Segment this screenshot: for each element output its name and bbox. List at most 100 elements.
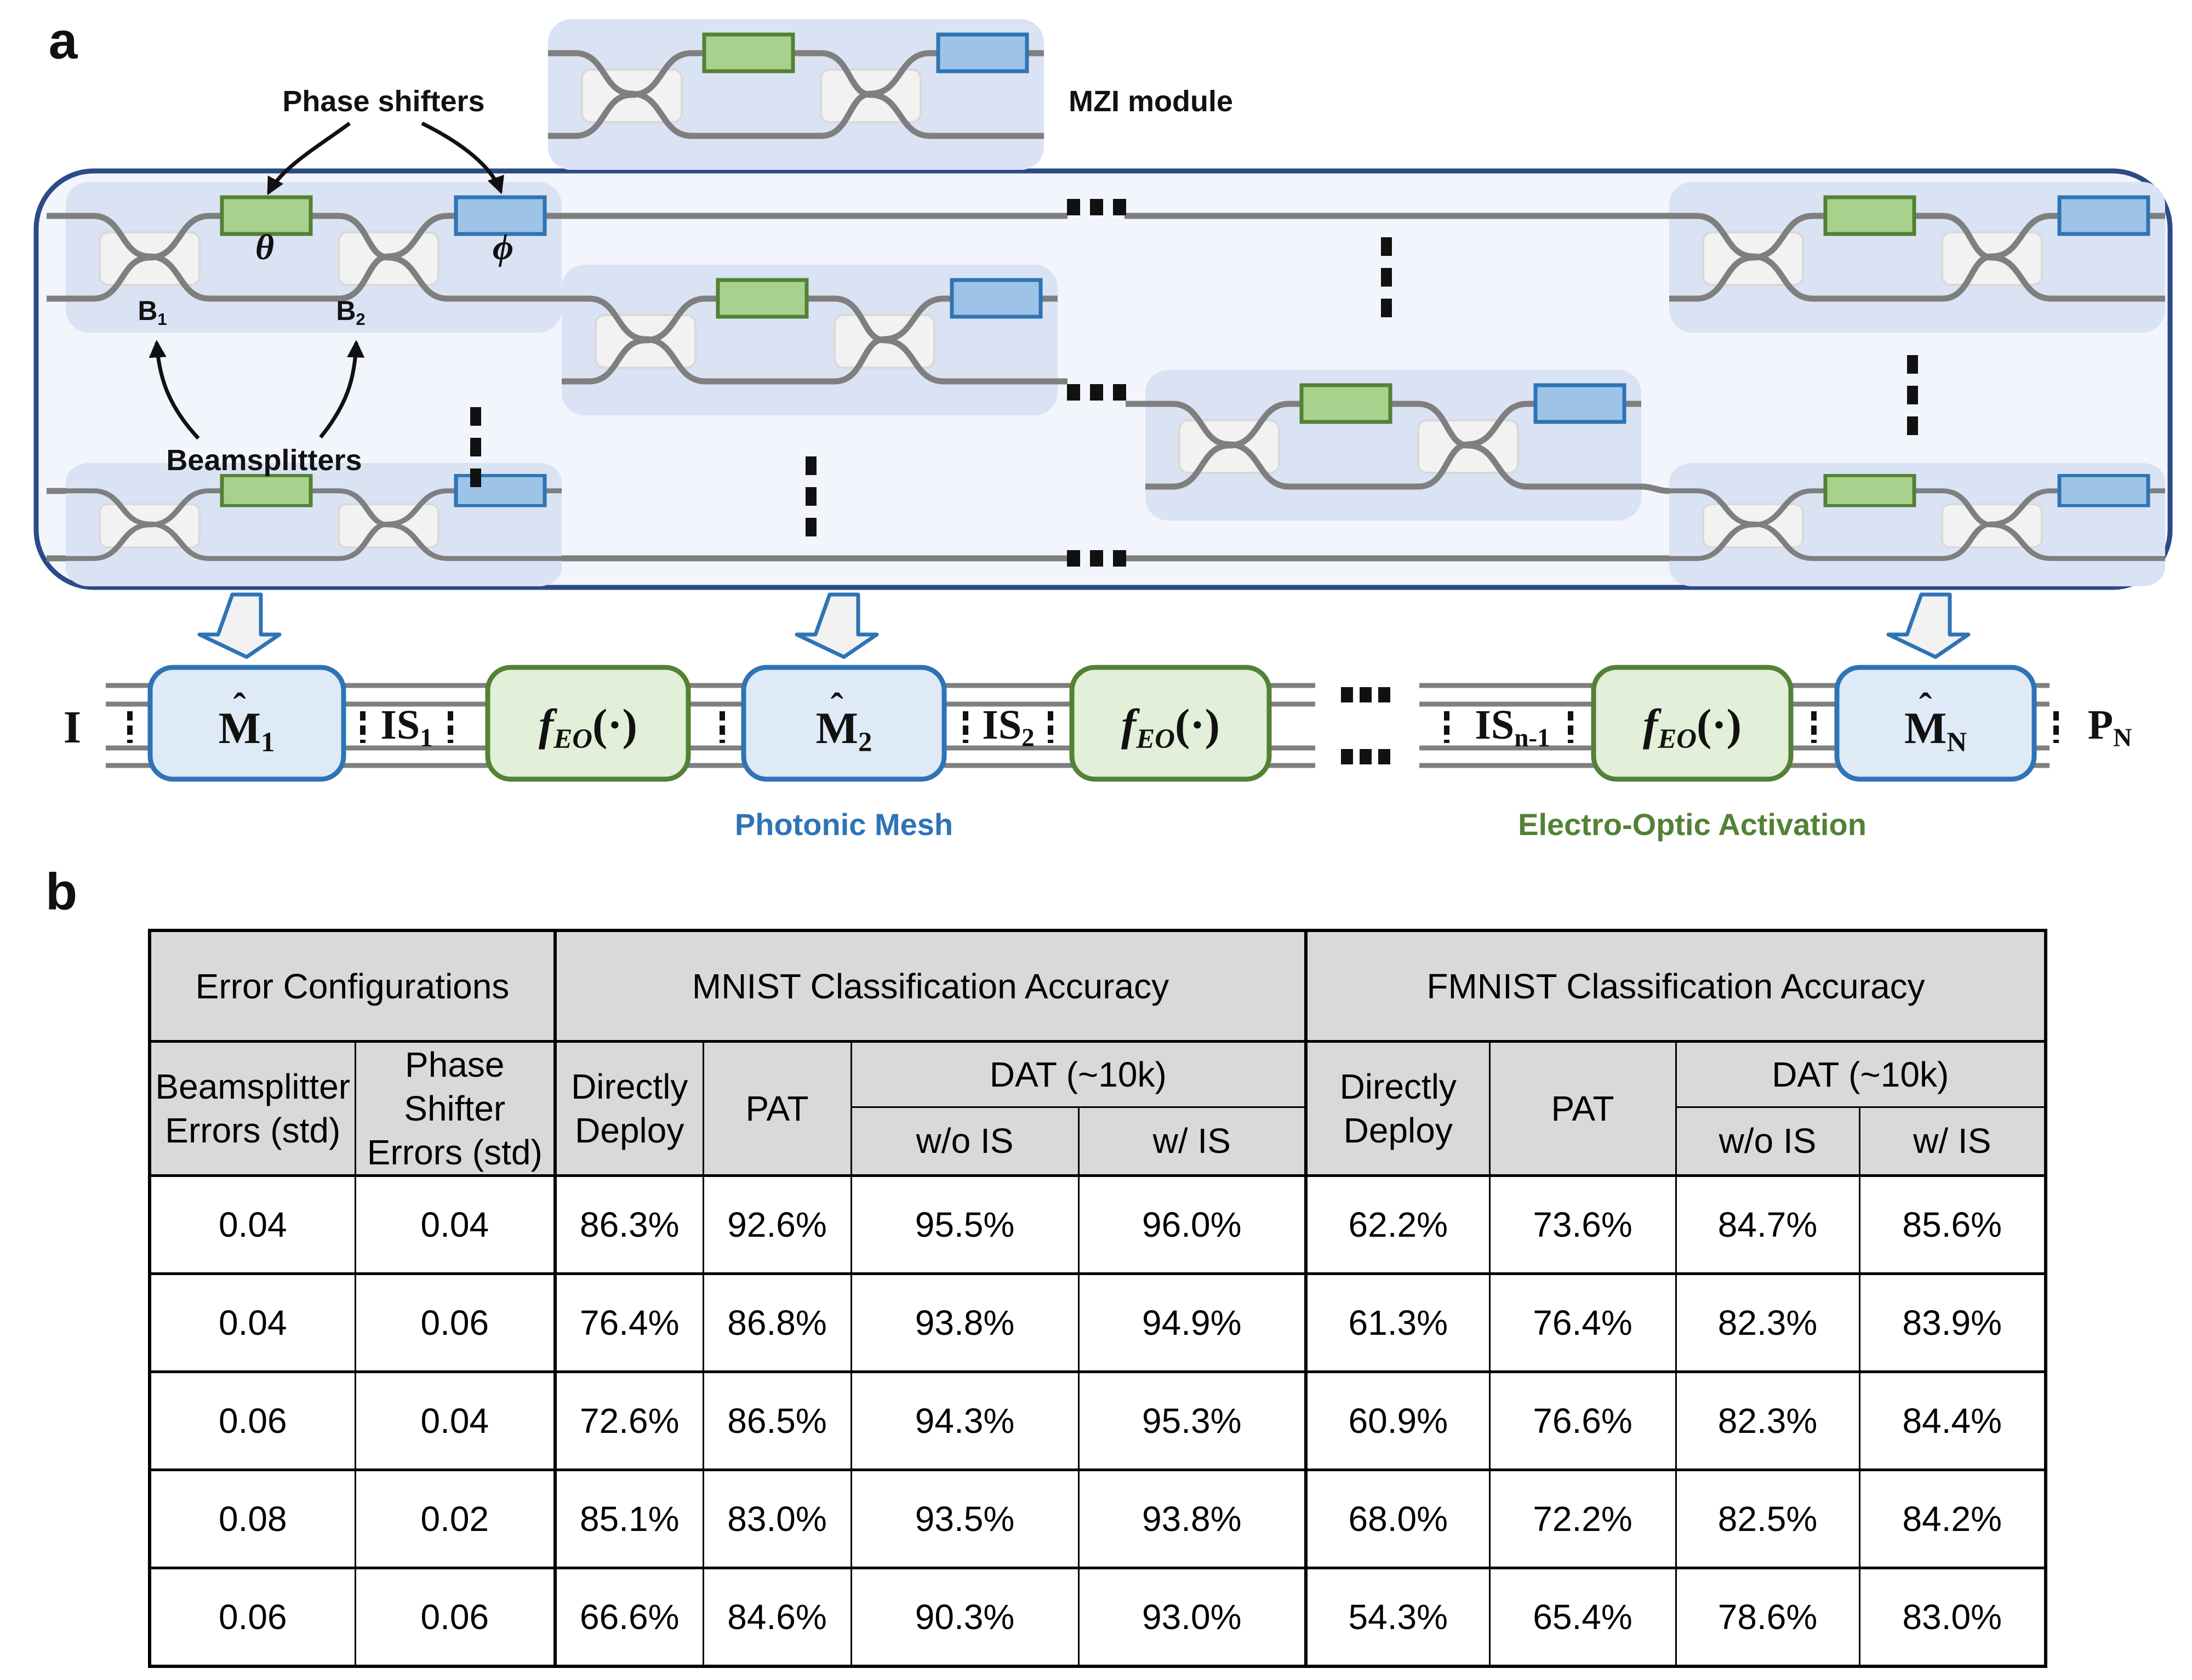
- mzi-module-label: MZI module: [1069, 85, 1233, 118]
- is2-sub: 2: [1021, 724, 1035, 752]
- flow-dashed-separators: [127, 711, 2059, 743]
- table-cell: 86.3%: [553, 1174, 704, 1275]
- table-subheader-row-2: w/o IS w/ IS w/o IS w/ IS: [150, 1106, 2047, 1178]
- table-cell: 84.6%: [702, 1567, 852, 1668]
- table-cell: 95.3%: [1077, 1370, 1307, 1471]
- table-cell: 65.4%: [1488, 1567, 1677, 1668]
- table-cell: 0.06: [149, 1370, 356, 1471]
- photonic-mesh-box-m1: [147, 665, 346, 782]
- table-cell: 84.2%: [1858, 1468, 2047, 1569]
- flow-feo3-label: fEO(·): [1643, 702, 1742, 753]
- col-header-wo-is-mnist: w/o IS: [850, 1106, 1080, 1178]
- table-cell: 83.9%: [1858, 1272, 2047, 1373]
- flow-feo1-label: fEO(·): [539, 702, 637, 753]
- m1-base: M: [218, 702, 261, 753]
- col-header-wo-is-fmnist: w/o IS: [1675, 1106, 1860, 1178]
- flow-boxes: [147, 665, 2037, 782]
- table-cell: 0.06: [354, 1567, 556, 1668]
- table-cell: 93.0%: [1077, 1567, 1307, 1668]
- table-cell: 94.3%: [850, 1370, 1080, 1471]
- table-cell: 95.5%: [850, 1174, 1080, 1275]
- b2-base: B: [336, 295, 356, 326]
- table-cell: 0.04: [149, 1272, 356, 1373]
- eo-activation-tag: Electro-Optic Activation: [1518, 807, 1866, 842]
- m2-sub: 2: [858, 727, 872, 758]
- table-cell: 76.4%: [553, 1272, 704, 1373]
- table-cell: 73.6%: [1488, 1174, 1677, 1275]
- feo2-args: (·): [1174, 699, 1220, 750]
- down-arrow-m2: [795, 592, 879, 659]
- feo1-args: (·): [592, 699, 637, 750]
- beamsplitter-2-label: B2: [336, 297, 365, 328]
- col-header-dat-mnist: DAT (~10k): [850, 1041, 1307, 1108]
- table-cell: 93.8%: [1077, 1468, 1307, 1569]
- table-cell: 82.3%: [1675, 1272, 1860, 1373]
- table-subheader-row-1: Beamsplitter Errors (std) Phase Shifter …: [149, 1041, 2047, 1176]
- down-arrow-m1: [197, 592, 282, 659]
- table-cell: 0.06: [149, 1567, 356, 1668]
- m2-hat: ˆ: [830, 685, 843, 728]
- table-cell: 76.6%: [1488, 1370, 1677, 1471]
- mesh-wires: [47, 213, 1670, 562]
- flow-ellipsis-dots: [1341, 687, 1390, 764]
- m1-hat: ˆ: [233, 685, 246, 728]
- mzi-module-row2-right: [1145, 370, 1641, 521]
- table-cell: 62.2%: [1304, 1174, 1491, 1275]
- mesh-ellipsis-dots: [470, 199, 1918, 567]
- table-cell: 96.0%: [1077, 1174, 1307, 1275]
- col-header-phase-shifter-errors: Phase Shifter Errors (std): [354, 1041, 556, 1176]
- table-cell: 66.6%: [553, 1567, 704, 1668]
- beamsplitters-label: Beamsplitters: [166, 444, 362, 477]
- panel-a-diagram: [33, 0, 2173, 782]
- table-cell: 90.3%: [850, 1567, 1080, 1668]
- table-cell: 78.6%: [1675, 1567, 1860, 1668]
- col-header-directly-deploy-mnist: Directly Deploy: [553, 1041, 704, 1176]
- table-cell: 83.0%: [1858, 1567, 2047, 1668]
- beamsplitter-arrow-right: [319, 340, 365, 439]
- mn-sub: N: [1946, 727, 1967, 758]
- table-cell: 0.04: [354, 1174, 556, 1275]
- col-header-pat-fmnist: PAT: [1488, 1041, 1677, 1176]
- table-cell: 93.5%: [850, 1468, 1080, 1569]
- mzi-module-standalone: [548, 19, 1044, 170]
- photonic-mesh-tag: Photonic Mesh: [734, 807, 954, 842]
- is1-sub: 1: [420, 724, 433, 752]
- table-cell: 0.04: [354, 1370, 556, 1471]
- b2-sub: 2: [356, 310, 366, 329]
- feo2-f: f: [1121, 699, 1137, 750]
- eo-activation-box-2: [1069, 665, 1272, 782]
- flow-feo2-label: fEO(·): [1121, 702, 1220, 753]
- feo2-sub: EO: [1136, 723, 1175, 755]
- phi-label: ϕ: [492, 227, 514, 267]
- table-cell: 0.08: [149, 1468, 356, 1569]
- table-cell: 76.4%: [1488, 1272, 1677, 1373]
- table-cell: 0.04: [149, 1174, 356, 1275]
- table-group-header-row: Error Configurations MNIST Classificatio…: [149, 929, 2047, 1043]
- panel-b-label: b: [45, 862, 78, 921]
- isn1-base: IS: [1475, 701, 1515, 748]
- table-cell: 84.4%: [1858, 1370, 2047, 1471]
- col-header-w-is-fmnist: w/ IS: [1858, 1106, 2047, 1178]
- table-cell: 93.8%: [850, 1272, 1080, 1373]
- annotation-arrows: [149, 121, 504, 440]
- mesh-to-layer-arrows: [197, 592, 1971, 659]
- group-header-error-config: Error Configurations: [149, 929, 556, 1043]
- table-cell: 94.9%: [1077, 1272, 1307, 1373]
- col-header-dat-fmnist: DAT (~10k): [1675, 1041, 2047, 1108]
- table-cell: 60.9%: [1304, 1370, 1491, 1471]
- mzi-module-row2-center: [562, 265, 1058, 415]
- flow-isn1-label: ISn-1: [1475, 704, 1550, 751]
- table-cell: 85.6%: [1858, 1174, 2047, 1275]
- pn-sub: N: [2113, 724, 2132, 752]
- b1-base: B: [138, 295, 158, 326]
- group-header-mnist: MNIST Classification Accuracy: [553, 929, 1307, 1043]
- flow-is1-label: IS1: [380, 704, 432, 751]
- m1-sub: 1: [260, 727, 275, 758]
